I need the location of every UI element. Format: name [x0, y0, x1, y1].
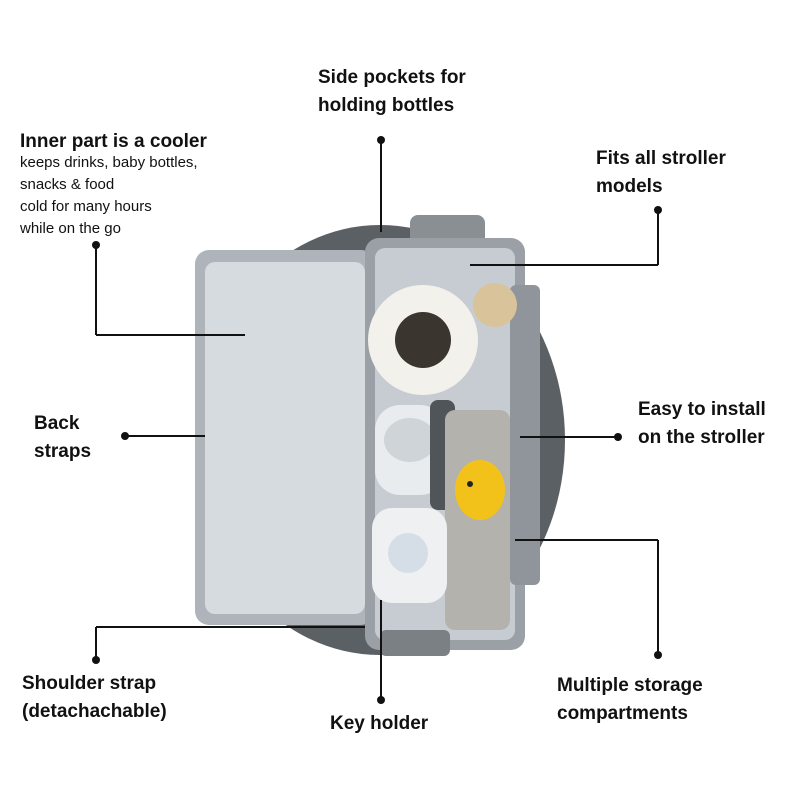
callout-key-holder: Key holder: [330, 713, 429, 734]
bottom-strap: [380, 630, 450, 656]
callout-cooler-description: keeps drinks, baby bottles, snacks & foo…: [20, 154, 198, 237]
yellow-duck: [455, 460, 505, 520]
side-pocket: [510, 285, 540, 585]
callout-cooler-title: Inner part is a cooler: [20, 131, 207, 152]
callout-side-pockets: Side pockets for holding bottles: [318, 67, 466, 116]
callout-shoulder-strap: Shoulder strap (detachachable): [22, 673, 167, 722]
top-handle: [410, 215, 485, 245]
callout-fits-all: Fits all stroller models: [596, 148, 726, 197]
callout-easy-install: Easy to install on the stroller: [638, 399, 766, 448]
callout-back-straps: Back straps: [34, 413, 92, 462]
callout-multiple-storage: Multiple storage compartments: [557, 675, 703, 724]
